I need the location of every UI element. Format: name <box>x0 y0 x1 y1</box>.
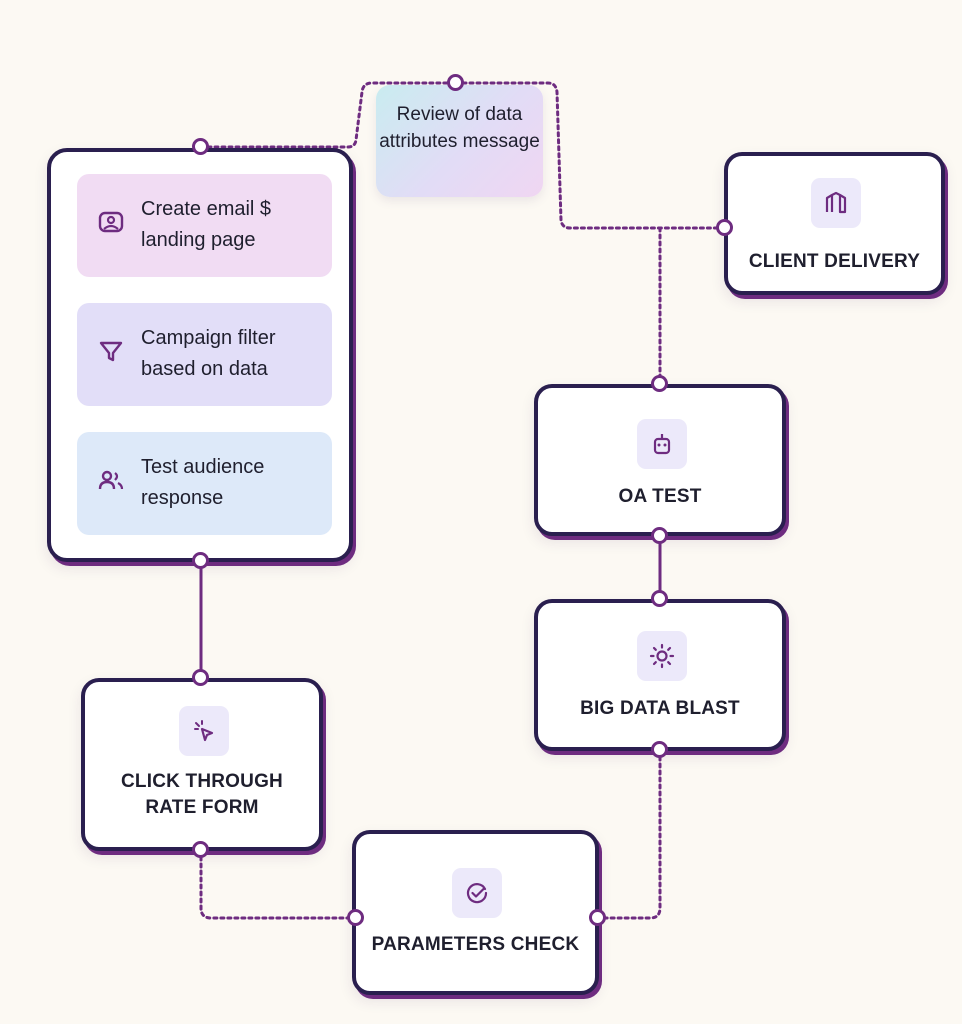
port-qa-test-top[interactable] <box>651 375 668 392</box>
client-delivery-icon-box <box>811 178 861 228</box>
port-note-top[interactable] <box>447 74 464 91</box>
port-client-delivery-left[interactable] <box>716 219 733 236</box>
node-click-through[interactable]: CLICK THROUGH RATE FORM <box>81 678 323 851</box>
port-parameters-left[interactable] <box>347 909 364 926</box>
port-click-through-bottom[interactable] <box>192 841 209 858</box>
connector-note-to-client-delivery <box>454 81 726 230</box>
task-create-email-label: Create email $ landing page <box>141 198 272 251</box>
port-qa-test-bottom[interactable] <box>651 527 668 544</box>
node-qa-test[interactable]: OA TEST <box>534 384 786 536</box>
image-icon <box>98 211 124 233</box>
users-icon <box>98 470 124 490</box>
port-big-data-top[interactable] <box>651 590 668 607</box>
task-test-audience[interactable]: Test audience response <box>77 432 332 535</box>
task-campaign-filter-label: Campaign filter based on data <box>141 327 276 380</box>
node-big-data-blast-label: BIG DATA BLAST <box>580 698 740 719</box>
port-big-data-bottom[interactable] <box>651 741 668 758</box>
qa-test-icon-box <box>637 419 687 469</box>
node-click-through-label: CLICK THROUGH RATE FORM <box>121 771 283 818</box>
port-click-through-top[interactable] <box>192 669 209 686</box>
node-big-data-blast[interactable]: BIG DATA BLAST <box>534 599 786 751</box>
click-through-icon-box <box>179 706 229 756</box>
task-campaign-filter[interactable]: Campaign filter based on data <box>77 303 332 406</box>
port-group-top[interactable] <box>192 138 209 155</box>
filter-icon <box>99 341 123 362</box>
check-circle-icon <box>466 883 488 904</box>
node-qa-test-label: OA TEST <box>618 486 702 507</box>
parameters-check-icon-box <box>452 868 502 918</box>
task-test-audience-label: Test audience response <box>141 456 265 509</box>
connector-click-through-to-parameters <box>199 848 358 920</box>
node-client-delivery-label: CLIENT DELIVERY <box>748 251 921 272</box>
big-data-blast-icon-box <box>637 631 687 681</box>
connector-big-data-to-parameters <box>596 748 662 920</box>
node-parameters-check-label: PARAMETERS CHECK <box>371 934 580 955</box>
node-client-delivery[interactable]: CLIENT DELIVERY <box>724 152 945 295</box>
node-parameters-check[interactable]: PARAMETERS CHECK <box>352 830 599 995</box>
review-note-text: Review of data attributes message <box>379 104 540 152</box>
port-parameters-right[interactable] <box>589 909 606 926</box>
task-create-email[interactable]: Create email $ landing page <box>77 174 332 277</box>
cursor-click-icon <box>194 720 214 742</box>
task-group-card[interactable]: Create email $ landing page Campaign fil… <box>47 148 353 562</box>
building-icon <box>825 191 847 214</box>
connector-group-to-note <box>199 81 458 149</box>
robot-icon <box>653 434 671 455</box>
review-note[interactable]: Review of data attributes message <box>376 85 543 197</box>
port-group-bottom[interactable] <box>192 552 209 569</box>
sun-icon <box>649 643 675 669</box>
